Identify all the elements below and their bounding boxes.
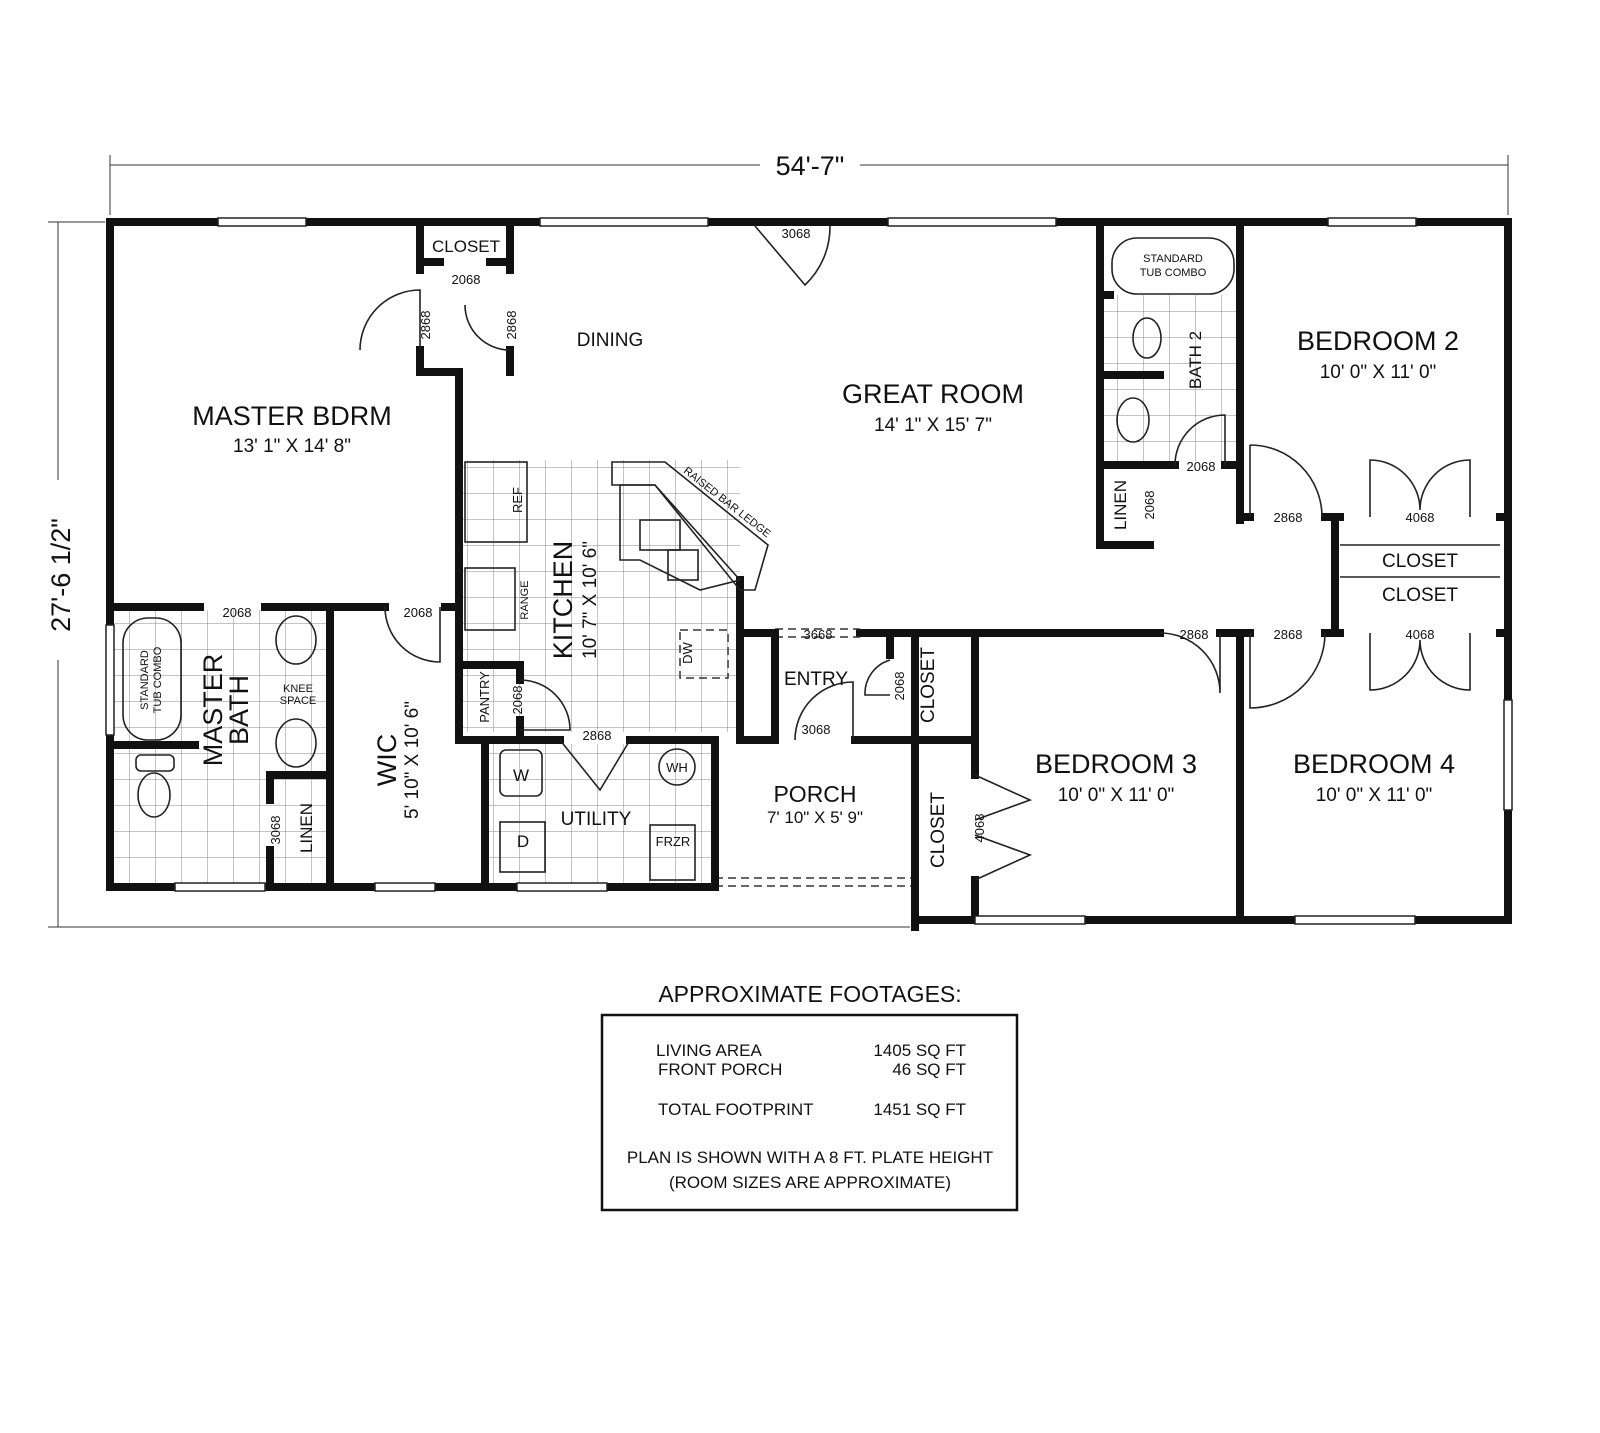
svg-text:BATH: BATH xyxy=(224,675,254,745)
wic-label: WIC xyxy=(372,734,402,786)
svg-text:2068: 2068 xyxy=(1142,491,1157,520)
svg-text:2068: 2068 xyxy=(223,605,252,620)
dryer xyxy=(499,821,546,873)
bedroom2-label: BEDROOM 2 xyxy=(1297,326,1459,356)
sink-icon xyxy=(275,718,317,768)
svg-text:TOTAL FOOTPRINT: TOTAL FOOTPRINT xyxy=(658,1100,814,1119)
svg-text:2868: 2868 xyxy=(1180,627,1209,642)
utility-label: UTILITY xyxy=(561,809,632,830)
svg-text:14' 1" X 15' 7": 14' 1" X 15' 7" xyxy=(874,415,992,436)
linen-label: LINEN xyxy=(297,803,316,853)
svg-text:2068: 2068 xyxy=(404,605,433,620)
svg-text:PANTRY: PANTRY xyxy=(477,671,492,723)
svg-text:W: W xyxy=(513,766,529,785)
svg-text:2068: 2068 xyxy=(452,272,481,287)
bedroom4-label: BEDROOM 4 xyxy=(1293,749,1455,779)
raised-bar-ledge xyxy=(611,461,769,591)
svg-text:(ROOM SIZES ARE APPROXIMATE): (ROOM SIZES ARE APPROXIMATE) xyxy=(669,1173,951,1192)
closet-label: CLOSET xyxy=(918,647,939,723)
svg-text:10' 0" X 11' 0": 10' 0" X 11' 0" xyxy=(1316,785,1433,806)
washer xyxy=(499,749,543,797)
svg-text:RANGE: RANGE xyxy=(519,580,531,619)
svg-text:3068: 3068 xyxy=(802,722,831,737)
closet-label: CLOSET xyxy=(1382,585,1458,606)
svg-text:SPACE: SPACE xyxy=(280,695,316,707)
svg-text:2868: 2868 xyxy=(418,311,433,340)
range xyxy=(464,567,516,631)
kitchen-sink xyxy=(639,519,681,551)
svg-text:10' 0" X 11' 0": 10' 0" X 11' 0" xyxy=(1058,785,1175,806)
svg-text:LIVING AREA: LIVING AREA xyxy=(656,1041,762,1060)
door-swings xyxy=(359,225,1471,881)
depth-dimension: 27'-6 1/2" xyxy=(46,221,910,928)
svg-text:D: D xyxy=(517,832,529,851)
room-labels: MASTER BDRM 13' 1" X 14' 8" DINING GREAT… xyxy=(192,237,1459,868)
svg-text:STANDARD: STANDARD xyxy=(1143,253,1203,265)
svg-text:13' 1" X 14' 8": 13' 1" X 14' 8" xyxy=(233,436,351,457)
svg-text:5' 10" X 10' 6": 5' 10" X 10' 6" xyxy=(402,701,423,819)
svg-text:2068: 2068 xyxy=(892,672,907,701)
svg-text:WH: WH xyxy=(666,760,688,775)
svg-text:FRZR: FRZR xyxy=(656,834,691,849)
svg-text:DW: DW xyxy=(680,641,695,663)
svg-text:STANDARD: STANDARD xyxy=(139,650,151,710)
refrigerator xyxy=(464,461,528,543)
svg-text:27'-6 1/2": 27'-6 1/2" xyxy=(46,518,76,632)
svg-text:PLAN IS SHOWN WITH A 8 FT. PLA: PLAN IS SHOWN WITH A 8 FT. PLATE HEIGHT xyxy=(627,1148,993,1167)
width-dimension: 54'-7" xyxy=(109,151,1509,215)
svg-text:REF: REF xyxy=(510,487,525,513)
svg-text:54'-7": 54'-7" xyxy=(776,151,845,181)
svg-text:2068: 2068 xyxy=(1187,459,1216,474)
closet-label: CLOSET xyxy=(1382,551,1458,572)
svg-text:KNEE: KNEE xyxy=(283,683,313,695)
water-heater xyxy=(658,748,696,786)
bath2-tub xyxy=(1111,237,1235,295)
door-labels: 2068 2868 2868 3068 2068 2068 2068 2868 … xyxy=(223,226,1435,844)
sink-icon xyxy=(1116,397,1150,443)
kitchen-label: KITCHEN xyxy=(548,541,578,660)
closet-label: CLOSET xyxy=(432,237,500,256)
freezer xyxy=(649,824,696,881)
bedroom3-label: BEDROOM 3 xyxy=(1035,749,1197,779)
svg-text:3068: 3068 xyxy=(782,226,811,241)
toilet-icon xyxy=(1132,317,1162,359)
svg-text:4068: 4068 xyxy=(1406,510,1435,525)
master-bath-label: MASTER xyxy=(198,654,228,767)
svg-text:2068: 2068 xyxy=(510,686,525,715)
svg-text:3068: 3068 xyxy=(268,816,283,845)
great-room-label: GREAT ROOM xyxy=(842,379,1024,409)
svg-text:4068: 4068 xyxy=(972,814,987,843)
svg-text:2868: 2868 xyxy=(1274,627,1303,642)
svg-text:2868: 2868 xyxy=(1274,510,1303,525)
svg-text:TUB COMBO: TUB COMBO xyxy=(1140,267,1207,279)
svg-text:7' 10" X 5' 9": 7' 10" X 5' 9" xyxy=(767,808,863,827)
svg-text:3668: 3668 xyxy=(804,627,833,642)
svg-text:46 SQ FT: 46 SQ FT xyxy=(892,1060,966,1079)
svg-text:1405 SQ FT: 1405 SQ FT xyxy=(873,1041,966,1060)
bath2-label: BATH 2 xyxy=(1186,331,1205,389)
footages-table: APPROXIMATE FOOTAGES: LIVING AREA 1405 S… xyxy=(600,981,1019,1212)
svg-text:TUB COMBO: TUB COMBO xyxy=(152,646,164,713)
dishwasher xyxy=(679,629,729,679)
svg-text:2868: 2868 xyxy=(583,728,612,743)
sink-icon xyxy=(275,615,317,665)
master-bdrm-label: MASTER BDRM xyxy=(192,401,392,431)
svg-text:FRONT PORCH: FRONT PORCH xyxy=(658,1060,782,1079)
svg-text:10' 0" X 11' 0": 10' 0" X 11' 0" xyxy=(1320,362,1437,383)
svg-text:10' 7" X 10' 6": 10' 7" X 10' 6" xyxy=(580,541,601,659)
dining-label: DINING xyxy=(577,330,644,351)
master-tub xyxy=(122,617,182,741)
linen-label: LINEN xyxy=(1111,480,1130,530)
svg-text:2868: 2868 xyxy=(504,311,519,340)
closet-label: CLOSET xyxy=(928,792,949,868)
toilet-icon xyxy=(137,772,171,818)
svg-text:4068: 4068 xyxy=(1406,627,1435,642)
footages-title: APPROXIMATE FOOTAGES: xyxy=(658,981,961,1007)
svg-text:1451 SQ FT: 1451 SQ FT xyxy=(873,1100,966,1119)
entry-label: ENTRY xyxy=(784,669,848,690)
windows xyxy=(105,217,1513,925)
porch-label: PORCH xyxy=(773,781,856,807)
tile-floors xyxy=(114,295,1236,883)
